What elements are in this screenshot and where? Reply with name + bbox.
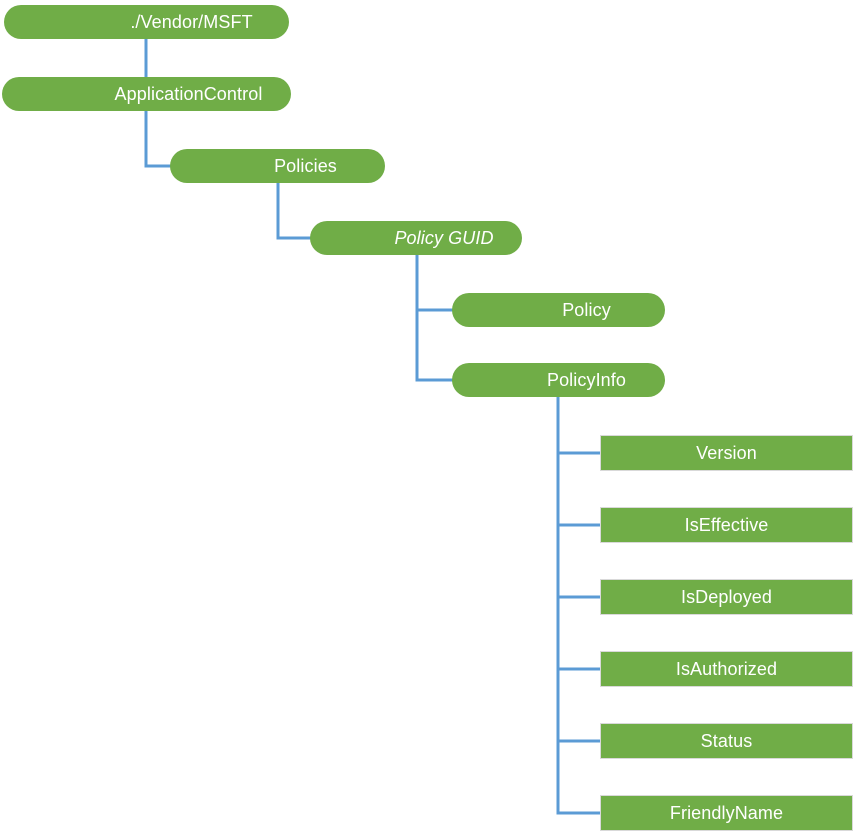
node-label-vendor-msft: ./Vendor/MSFT <box>130 12 253 32</box>
connector-policyinfo-to-status <box>556 397 601 743</box>
connector-policyinfo-to-isauthorized <box>556 397 601 671</box>
node-is-authorized[interactable]: IsAuthorized <box>600 651 853 687</box>
node-is-effective[interactable]: IsEffective <box>600 507 853 543</box>
node-label-is-authorized: IsAuthorized <box>675 659 778 679</box>
connector-guid-to-policyinfo <box>415 255 454 382</box>
node-status[interactable]: Status <box>600 723 853 759</box>
connector-policyinfo-to-friendlyname <box>556 397 601 815</box>
node-label-policies: Policies <box>274 156 337 176</box>
node-label-status: Status <box>700 731 753 751</box>
node-label-application-control: ApplicationControl <box>114 84 263 104</box>
node-label-policy-guid: Policy GUID <box>394 228 494 248</box>
node-application-control[interactable]: ApplicationControl <box>2 77 291 111</box>
node-policy-guid[interactable]: Policy GUID <box>310 221 522 255</box>
connector-policies-to-guid <box>276 183 312 240</box>
connector-guid-to-policy <box>415 255 454 312</box>
node-version[interactable]: Version <box>600 435 853 471</box>
connector-policyinfo-to-version <box>556 397 601 455</box>
node-label-policy: Policy <box>562 300 611 320</box>
node-label-is-deployed: IsDeployed <box>680 587 773 607</box>
connector-appcontrol-to-policies <box>144 111 172 168</box>
node-is-deployed[interactable]: IsDeployed <box>600 579 853 615</box>
connector-policyinfo-to-iseffective <box>556 397 601 527</box>
node-label-friendly-name: FriendlyName <box>669 803 784 823</box>
node-friendly-name[interactable]: FriendlyName <box>600 795 853 831</box>
node-vendor-msft[interactable]: ./Vendor/MSFT <box>4 5 289 39</box>
connector-policyinfo-to-isdeployed <box>556 397 601 599</box>
node-label-is-effective: IsEffective <box>684 515 769 535</box>
node-policy[interactable]: Policy <box>452 293 665 327</box>
node-label-version: Version <box>696 443 757 463</box>
node-label-policy-info: PolicyInfo <box>546 370 627 390</box>
node-policies[interactable]: Policies <box>170 149 385 183</box>
node-policy-info[interactable]: PolicyInfo <box>452 363 665 397</box>
